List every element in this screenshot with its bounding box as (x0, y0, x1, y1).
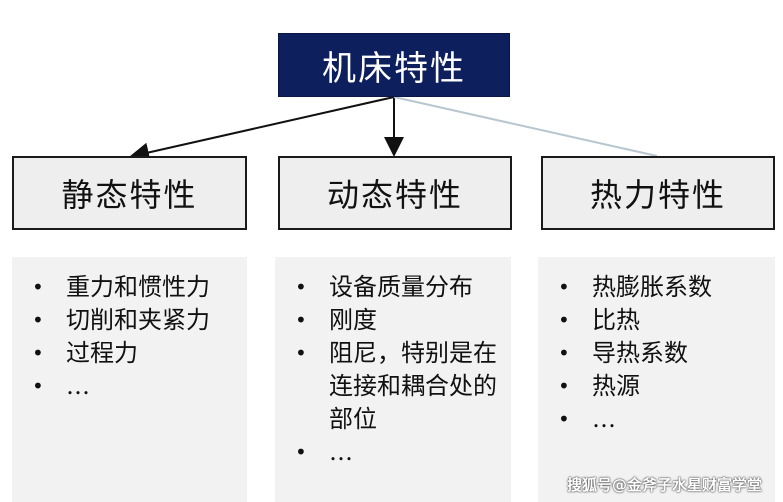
bullet-icon: • (558, 374, 570, 398)
line-to-thermal (393, 96, 658, 157)
watermark: 搜狐号@金斧子水星财富学堂 (567, 476, 763, 494)
list-item: •设备质量分布 (293, 271, 501, 304)
panel-dynamic: •设备质量分布 •刚度 •阻尼，特别是在连接和耦合处的部位 •… (275, 257, 511, 502)
list-item: •切削和夹紧力 (30, 304, 237, 337)
bullet-icon: • (558, 308, 570, 332)
list-item: •热源 (556, 370, 765, 403)
bullet-icon: • (32, 308, 44, 332)
list-item: •… (293, 436, 501, 469)
arrow-to-static (129, 96, 395, 163)
bullet-icon: • (295, 440, 307, 464)
list-item: •刚度 (293, 304, 501, 337)
bullet-icon: • (558, 341, 570, 365)
bullet-icon: • (295, 341, 307, 365)
bullet-icon: • (32, 275, 44, 299)
bullet-icon: • (295, 308, 307, 332)
list-item: •阻尼，特别是在连接和耦合处的部位 (295, 339, 497, 433)
bullet-icon: • (558, 275, 570, 299)
list-item: •… (556, 403, 765, 436)
panel-static: •重力和惯性力 •切削和夹紧力 •过程力 •… (12, 257, 247, 502)
bullet-icon: • (295, 275, 307, 299)
category-dynamic: 动态特性 (278, 156, 512, 230)
bullet-icon: • (32, 341, 44, 365)
list-item: •… (30, 370, 237, 403)
list-item: •比热 (556, 304, 765, 337)
list-item: •重力和惯性力 (30, 271, 237, 304)
bullet-icon: • (558, 407, 570, 431)
panel-thermal: •热膨胀系数 •比热 •导热系数 •热源 •… (538, 257, 775, 502)
category-thermal: 热力特性 (541, 156, 775, 230)
category-static: 静态特性 (12, 156, 247, 230)
list-item: •导热系数 (556, 337, 765, 370)
list-item: •热膨胀系数 (556, 271, 765, 304)
list-item: •过程力 (30, 337, 237, 370)
root-node: 机床特性 (278, 33, 510, 97)
bullet-icon: • (32, 374, 44, 398)
